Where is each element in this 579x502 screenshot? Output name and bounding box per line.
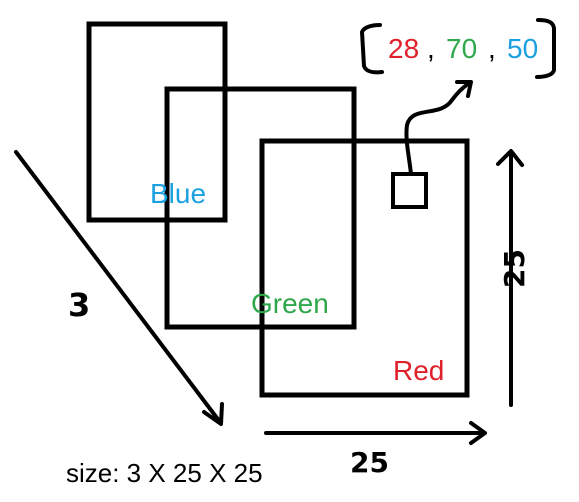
red-channel-label: Red — [393, 355, 444, 386]
width-label: 25 — [350, 446, 389, 479]
depth-arrow-line — [14, 150, 222, 424]
depth-arrow-head — [202, 402, 224, 426]
vector-open-bracket — [359, 23, 384, 75]
red-channel-rect — [259, 138, 470, 398]
vector-close-bracket — [535, 18, 556, 79]
green-value: 70 — [446, 33, 477, 64]
pixel-vector-values: 28 , 70 , 50 — [388, 33, 538, 64]
blue-channel-label: Blue — [150, 178, 206, 209]
separator-1: , — [427, 33, 435, 64]
blue-channel-rect — [86, 21, 228, 223]
green-channel-label: Green — [251, 288, 329, 319]
red-value: 28 — [388, 33, 419, 64]
pixel-pointer-arrowhead — [455, 80, 473, 98]
width-arrow-head — [469, 421, 487, 445]
pixel-pointer-arrow — [404, 82, 470, 176]
blue-value: 50 — [507, 33, 538, 64]
depth-label: 3 — [68, 286, 90, 324]
size-caption: size: 3 X 25 X 25 — [66, 458, 263, 488]
height-label: 25 — [498, 249, 531, 288]
pixel-marker-square — [391, 172, 428, 209]
height-arrow-head — [496, 149, 524, 167]
separator-2: , — [488, 33, 496, 64]
